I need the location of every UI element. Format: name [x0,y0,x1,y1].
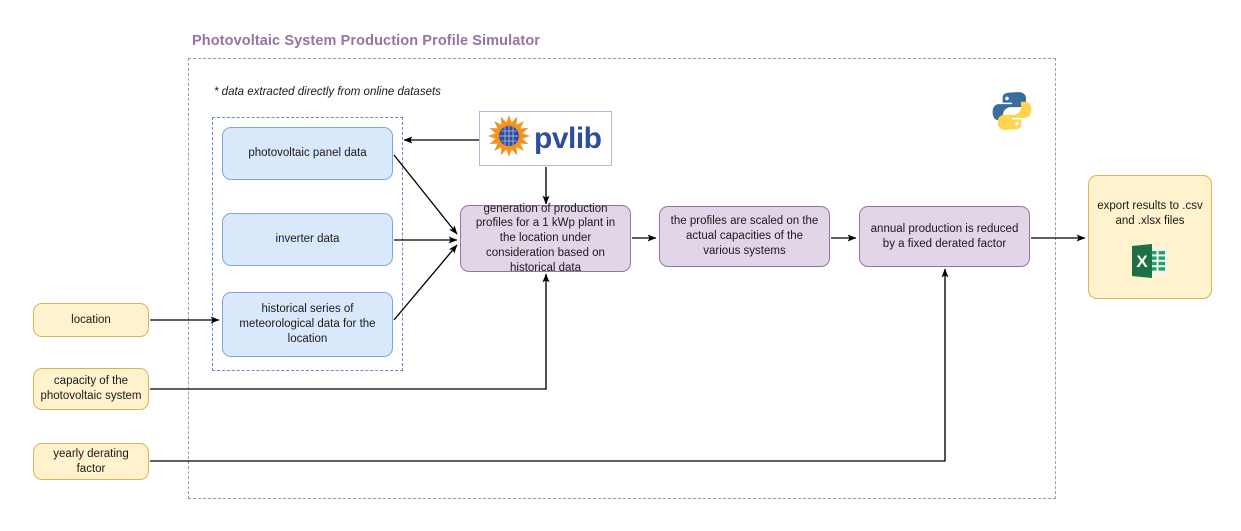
node-input-capacity[interactable]: capacity of the photovoltaic system [33,368,149,410]
sun-solar-panel-icon [487,114,531,163]
datasets-footnote: * data extracted directly from online da… [214,86,441,98]
node-photovoltaic-panel-data[interactable]: photovoltaic panel data [222,127,393,180]
node-label: the profiles are scaled on the actual ca… [670,215,819,257]
node-label: export results to .csv and .xlsx files [1097,200,1203,227]
node-label: historical series of meteorological data… [239,303,376,345]
node-input-location[interactable]: location [33,303,149,337]
pvlib-wordmark: pvlib [534,121,602,155]
node-generation-of-production-profiles[interactable]: generation of production profiles for a … [460,203,631,274]
svg-text:X: X [1136,252,1148,271]
excel-file-icon: X [1130,244,1170,283]
node-label: generation of production profiles for a … [475,202,616,274]
python-yellow-snake [998,101,1032,130]
node-label: inverter data [275,233,340,246]
node-label: yearly derating factor [53,447,129,475]
node-label: photovoltaic panel data [248,147,367,160]
pvlib-library-badge[interactable]: pvlib [479,111,612,166]
page-title: Photovoltaic System Production Profile S… [192,33,541,49]
python-blue-snake [992,92,1026,121]
node-profile-scaling[interactable]: the profiles are scaled on the actual ca… [659,206,830,267]
node-label: location [71,313,111,326]
python-logo-icon [990,89,1034,133]
node-meteorological-data[interactable]: historical series of meteorological data… [222,292,393,357]
node-label: capacity of the photovoltaic system [40,375,142,402]
node-inverter-data[interactable]: inverter data [222,213,393,266]
node-export-results[interactable]: export results to .csv and .xlsx files X [1088,175,1212,299]
node-annual-production-derating[interactable]: annual production is reduced by a fixed … [859,206,1030,267]
node-label: annual production is reduced by a fixed … [870,222,1019,250]
node-input-yearly-derating-factor[interactable]: yearly derating factor [33,443,149,480]
